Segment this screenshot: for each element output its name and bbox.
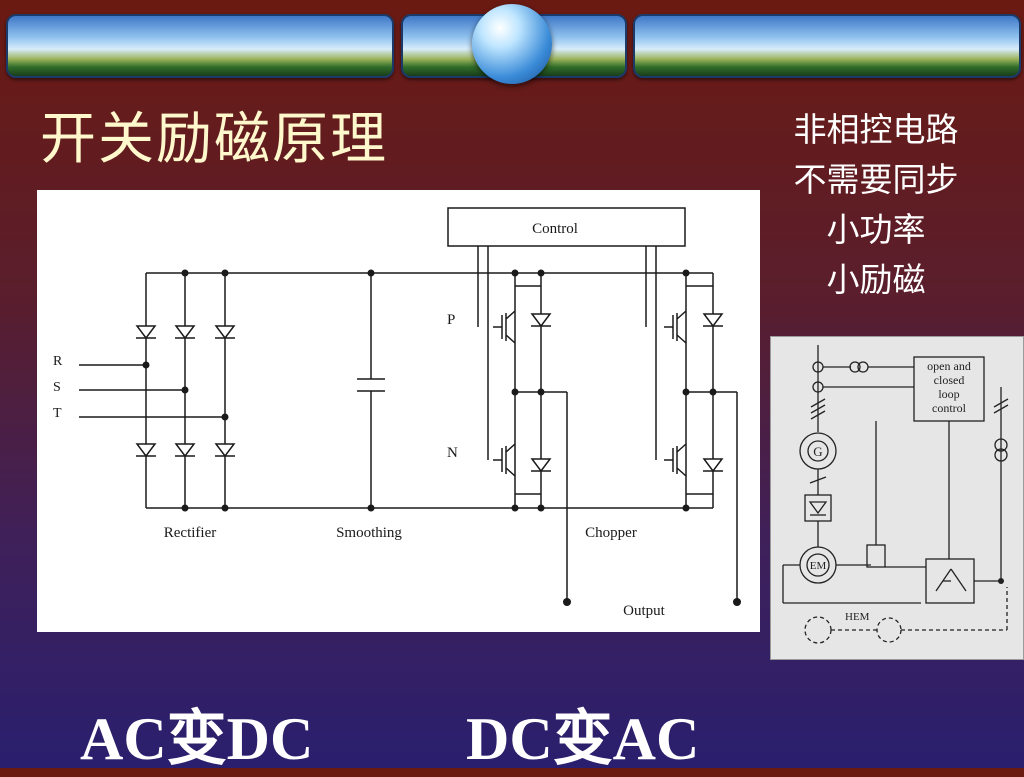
dc-to-ac-caption: DC变AC xyxy=(466,706,700,772)
note-line: 小功率 xyxy=(826,213,926,249)
note-line: 不需要同步 xyxy=(793,163,959,199)
note-line: 非相控电路 xyxy=(793,113,959,149)
control-label: Control xyxy=(532,221,578,237)
smoothing-label: Smoothing xyxy=(336,525,402,541)
excitation-system-inset: open and closed loop control G EM HEM xyxy=(770,336,1024,660)
globe-icon xyxy=(472,4,552,84)
control-box-line: loop xyxy=(938,387,959,401)
control-box-line: closed xyxy=(934,373,965,387)
output-label: Output xyxy=(623,603,666,619)
exciter-label: EM xyxy=(810,560,827,572)
chopper-label: Chopper xyxy=(585,525,637,541)
header-banner-right xyxy=(633,14,1021,78)
circuit-diagram: Control R S T P N Rectifier Smoothing Ch… xyxy=(37,190,760,632)
generator-label: G xyxy=(813,444,822,459)
inset-svg: open and closed loop control G EM HEM xyxy=(782,345,1009,644)
ac-to-dc-caption: AC变DC xyxy=(80,706,314,772)
feature-notes: 非相控电路 不需要同步 小功率 小励磁 xyxy=(768,106,984,306)
slide-title: 开关励磁原理 xyxy=(40,109,388,171)
control-box-line: open and xyxy=(927,359,971,373)
input-t-label: T xyxy=(53,406,62,421)
header-banner-left xyxy=(6,14,394,78)
switch-n-label: N xyxy=(447,445,458,461)
input-r-label: R xyxy=(53,354,63,369)
hem-label: HEM xyxy=(845,611,870,623)
rectifier-label: Rectifier xyxy=(164,525,216,541)
input-s-label: S xyxy=(53,380,61,395)
switch-p-label: P xyxy=(447,312,455,328)
note-line: 小励磁 xyxy=(826,263,926,299)
control-box-line: control xyxy=(932,401,967,415)
circuit-svg: Control R S T P N Rectifier Smoothing Ch… xyxy=(53,207,741,619)
